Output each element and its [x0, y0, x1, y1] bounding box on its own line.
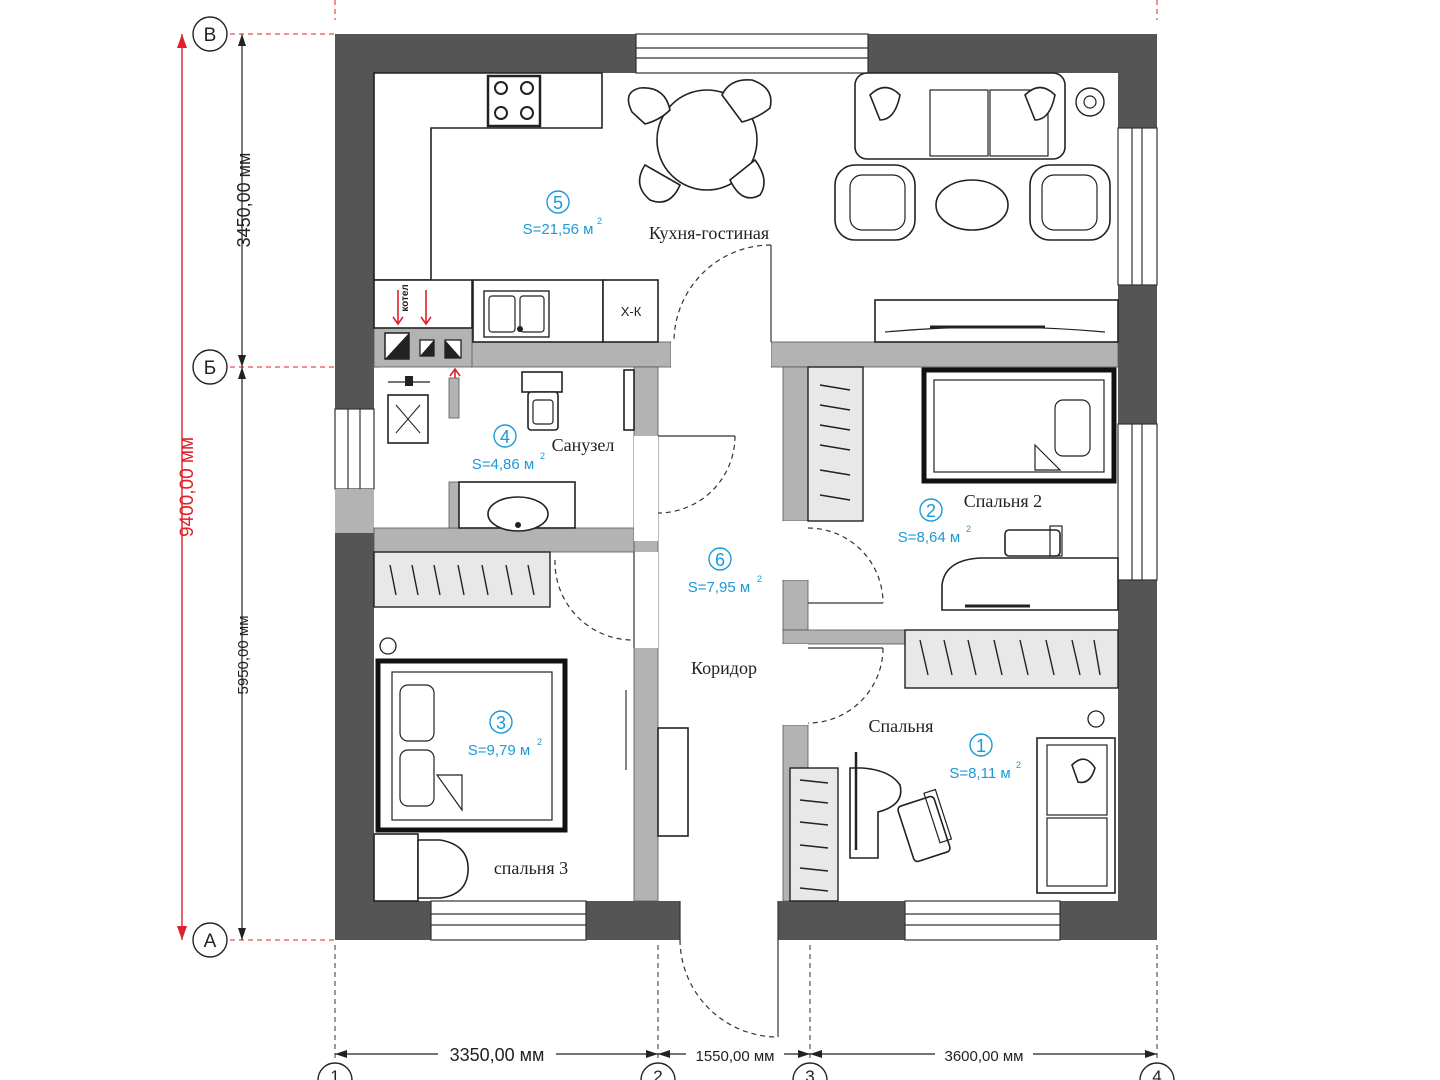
room-name-4: Санузел: [552, 435, 615, 455]
bathroom-fixtures: [387, 369, 635, 532]
kitchen-counter: Х-К котел: [373, 72, 659, 395]
room-area-5-sup: 2: [597, 216, 602, 226]
room-num-1: 1: [976, 736, 986, 756]
room-area-3-sup: 2: [537, 737, 542, 747]
dim-top-label: 3450,00 мм: [234, 153, 254, 248]
axis-letter-bottom: А: [204, 931, 217, 952]
room-label-kitchen: 5 S=21,56 м 2 Кухня-гостиная: [523, 190, 769, 243]
dim-right-label: 3600,00 мм: [944, 1048, 1023, 1065]
bedroom2-furniture: [807, 366, 1119, 611]
door-swings: [554, 244, 884, 1038]
room-area-2: S=8,64 м: [898, 529, 960, 546]
total-height-label: 9400,00 мм: [177, 437, 198, 537]
axis-number-2: 2: [653, 1067, 662, 1080]
interior-partitions: [373, 327, 1119, 902]
dim-bottom-label: 5950,00 мм: [235, 615, 252, 694]
plant-icon: [1075, 87, 1105, 117]
toilet-icon: [521, 371, 563, 431]
bedroom1-furniture: [789, 629, 1119, 902]
room-label-bedroom2: 2 S=8,64 м 2 Спальня 2: [898, 491, 1042, 546]
room-label-bedroom1: 1 S=8,11 м 2 Спальня: [869, 716, 1021, 782]
dim-middle-label: 1550,00 мм: [695, 1048, 774, 1065]
room-label-bedroom3: 3 S=9,79 м 2 спальня 3: [468, 710, 568, 878]
room-num-5: 5: [553, 193, 563, 213]
total-height-dimension: 9400,00 мм: [177, 34, 198, 940]
room-label-bathroom: 4 S=4,86 м 2 Санузел: [472, 424, 615, 473]
axis-number-3: 3: [805, 1067, 814, 1080]
fridge-label: Х-К: [621, 304, 642, 319]
room-name-3: спальня 3: [494, 858, 568, 878]
corridor-furniture: [657, 727, 689, 837]
washbasin-icon: [487, 496, 549, 532]
room-num-4: 4: [500, 427, 510, 447]
axis-number-1: 1: [330, 1067, 339, 1080]
room-area-6-sup: 2: [757, 574, 762, 584]
room-name-1: Спальня: [869, 716, 934, 736]
axis-letter-middle: Б: [204, 358, 216, 379]
windows: [334, 33, 1158, 941]
axis-number-bubbles: 1 2 3 4: [317, 1062, 1175, 1080]
room-area-1: S=8,11 м: [949, 765, 1010, 782]
room-area-6: S=7,95 м: [688, 579, 750, 596]
room-area-4: S=4,86 м: [472, 456, 534, 473]
lamp-icon-2: [1087, 710, 1105, 728]
room-name-6: Коридор: [691, 658, 757, 678]
dining-set: [627, 78, 772, 203]
room-area-3: S=9,79 м: [468, 742, 530, 759]
door-gaps: [634, 342, 808, 725]
dim-left-label: 3350,00 мм: [450, 1045, 545, 1065]
vertical-dimensions: 3450,00 мм 5950,00 мм: [234, 34, 254, 940]
axis-guides: [230, 0, 1158, 1062]
room-label-corridor: 6 S=7,95 м 2 Коридор: [688, 547, 762, 678]
office-chair-icon: [1004, 525, 1063, 557]
room-num-3: 3: [496, 713, 506, 733]
room-num-2: 2: [926, 501, 936, 521]
room-name-2: Спальня 2: [964, 491, 1042, 511]
room-area-5: S=21,56 м: [523, 221, 594, 238]
axis-letter-bubbles: В Б А: [192, 16, 228, 958]
room-area-1-sup: 2: [1016, 760, 1021, 770]
horizontal-dimensions: 3350,00 мм 1550,00 мм 3600,00 мм: [335, 1043, 1157, 1065]
lamp-icon: [379, 637, 397, 655]
kitchen-sink-icon: [483, 290, 550, 338]
bedroom3-furniture: [373, 551, 568, 902]
room-area-4-sup: 2: [540, 451, 545, 461]
living-sofa-set: [834, 72, 1119, 343]
axis-number-4: 4: [1152, 1067, 1161, 1080]
boiler-label: котел: [400, 284, 411, 312]
room-area-2-sup: 2: [966, 524, 971, 534]
room-name-5: Кухня-гостиная: [649, 223, 769, 243]
room-num-6: 6: [715, 550, 725, 570]
office-chair-icon-2: [897, 788, 953, 863]
axis-letter-top: В: [204, 25, 217, 46]
